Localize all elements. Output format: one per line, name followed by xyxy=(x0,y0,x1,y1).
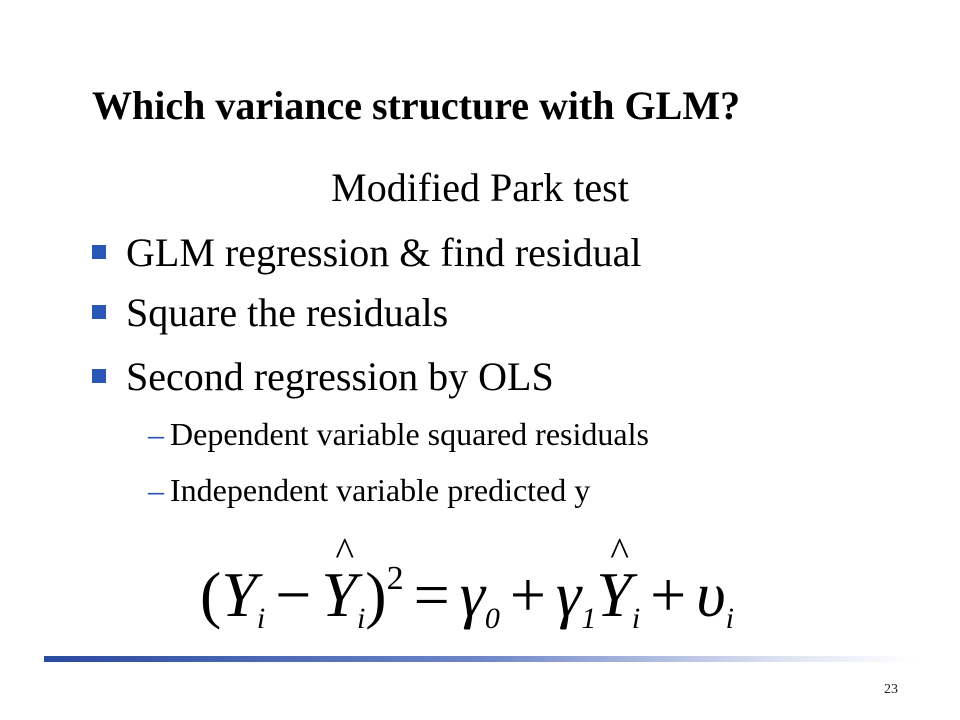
slide-title: Which variance structure with GLM? xyxy=(92,83,741,128)
bullet-item: GLM regression & find residual xyxy=(92,226,641,278)
formula-power-2: 2 xyxy=(386,560,404,597)
dash-icon: – xyxy=(148,471,164,508)
bullet-item: Second regression by OLS xyxy=(92,350,554,402)
formula-close-paren: ) xyxy=(365,559,387,630)
bullet-item: Square the residuals xyxy=(92,286,448,338)
sub-bullet-item: – Dependent variable squared residuals xyxy=(148,414,649,454)
formula-y: Y xyxy=(221,559,257,630)
formula-subscript-i: i xyxy=(725,602,734,635)
formula-subscript-0: 0 xyxy=(484,602,500,635)
formula-subscript-i: i xyxy=(356,602,366,635)
formula-plus: + xyxy=(509,559,546,630)
slide-subtitle: Modified Park test xyxy=(331,165,629,210)
sub-bullet-text: Independent variable predicted y xyxy=(170,471,591,508)
bullet-square-icon xyxy=(92,245,106,259)
page-number: 23 xyxy=(884,682,898,697)
formula-gamma: γ xyxy=(556,559,582,630)
formula-y-hat: Y xyxy=(321,528,357,632)
bullet-square-icon xyxy=(92,369,106,383)
formula-subscript-1: 1 xyxy=(581,602,597,635)
formula-minus: − xyxy=(275,559,312,630)
formula-y-hat: Y xyxy=(596,528,632,632)
bullet-text: Second regression by OLS xyxy=(126,353,554,399)
bullet-square-icon xyxy=(92,305,106,319)
bullet-text: GLM regression & find residual xyxy=(126,229,642,275)
regression-formula: ( Y i − Y i ) 2 = γ 0 + γ 1 Y i + υ i xyxy=(200,528,760,635)
sub-bullet-text: Dependent variable squared residuals xyxy=(170,415,649,452)
formula-gamma: γ xyxy=(459,559,485,630)
formula-open-paren: ( xyxy=(200,559,222,630)
footer-divider xyxy=(44,656,916,662)
formula-subscript-i: i xyxy=(631,602,641,635)
bullet-text: Square the residuals xyxy=(126,289,449,335)
formula-equals: = xyxy=(413,559,450,630)
sub-bullet-item: – Independent variable predicted y xyxy=(148,470,590,510)
formula-plus: + xyxy=(650,559,687,630)
formula-subscript-i: i xyxy=(256,602,266,635)
dash-icon: – xyxy=(148,415,164,452)
formula-upsilon: υ xyxy=(696,559,726,630)
